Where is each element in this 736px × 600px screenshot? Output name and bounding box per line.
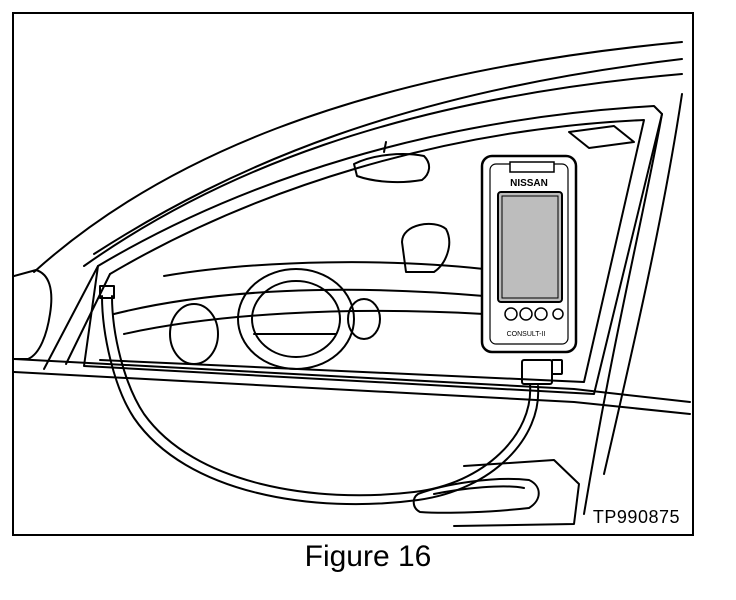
a-pillar	[43, 265, 99, 370]
diagnostic-cable	[111, 295, 532, 497]
dash-top	[163, 261, 485, 277]
steering-wheel	[237, 268, 355, 370]
figure-caption: Figure 16	[304, 540, 432, 573]
handle-recess	[453, 459, 580, 527]
device-button-3	[534, 307, 548, 321]
figure-frame: NISSAN CONSULT-II TP990875	[12, 12, 694, 536]
gauge-left	[169, 303, 219, 365]
device-power-button	[552, 308, 564, 320]
door-handle-inner	[433, 485, 525, 495]
cable-connector-2	[551, 359, 563, 375]
door-rear-edge	[583, 113, 663, 515]
window-frame	[83, 105, 663, 395]
roof-line-middle	[93, 58, 683, 255]
consult-device: NISSAN CONSULT-II	[480, 154, 578, 354]
device-top-slot	[509, 161, 555, 173]
headrest	[401, 222, 451, 273]
device-brand-label: NISSAN	[510, 178, 548, 189]
device-model-label: CONSULT-II	[507, 331, 546, 338]
a-pillar-inner	[65, 273, 111, 365]
diagnostic-cable-2	[101, 295, 540, 506]
device-screen	[497, 191, 563, 303]
roof-line-inner	[83, 73, 683, 267]
side-mirror	[14, 269, 53, 360]
gauge-right	[347, 298, 381, 340]
figure-reference-code: TP990875	[592, 507, 680, 527]
window-frame-inner	[99, 119, 645, 383]
door-belt-line	[14, 358, 691, 403]
sun-visor	[568, 125, 635, 149]
steering-wheel-inner	[251, 280, 341, 358]
roof-line-outer	[33, 41, 683, 273]
dashboard	[113, 288, 485, 335]
door-rear-edge-2	[603, 93, 683, 475]
mirror-stem	[383, 141, 387, 153]
door-belt-line-2	[14, 371, 691, 415]
car-door-illustration: NISSAN CONSULT-II	[14, 41, 691, 527]
door-handle	[412, 477, 540, 514]
cable-plug	[99, 285, 115, 299]
device-button-2	[519, 307, 533, 321]
rearview-mirror	[353, 153, 430, 184]
device-button-1	[504, 307, 518, 321]
